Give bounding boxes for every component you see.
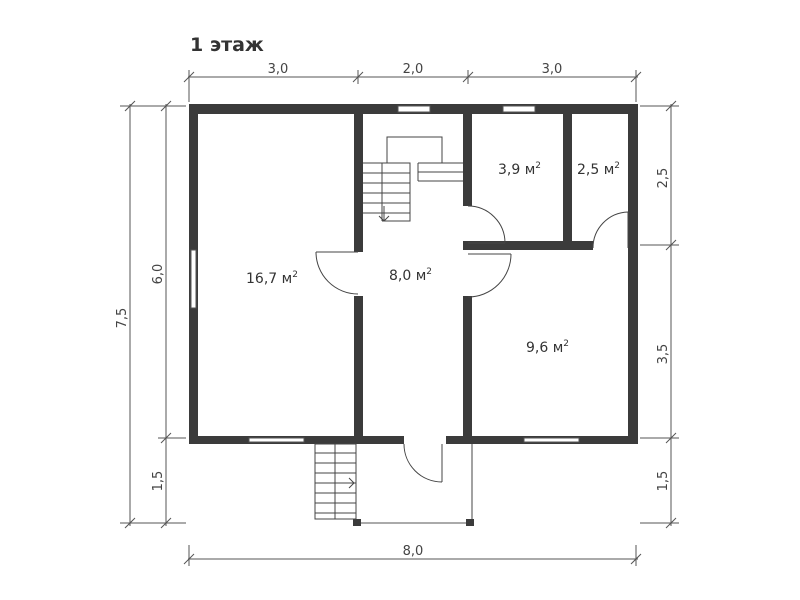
window-top-hall xyxy=(397,105,431,113)
outer-wall-right xyxy=(628,104,638,444)
dim-top-2: 2,0 xyxy=(403,62,424,77)
dim-left-total: 7,5 xyxy=(115,308,130,329)
window-top-bath xyxy=(502,105,536,113)
windows xyxy=(190,105,580,443)
window-left xyxy=(190,249,197,309)
wall-left-hall-upper xyxy=(354,114,363,252)
dimension-lines xyxy=(120,70,679,566)
doors xyxy=(315,205,629,483)
window-bottom-right xyxy=(523,437,580,443)
dim-top-1: 3,0 xyxy=(268,62,289,77)
porch xyxy=(314,443,474,526)
wall-horizontal-middle xyxy=(463,241,593,250)
room-area-wc: 2,5 м2 xyxy=(577,161,620,178)
dim-right-2: 3,5 xyxy=(656,344,671,365)
interior-stairs xyxy=(363,136,463,222)
wall-right-hall-upper xyxy=(463,114,472,206)
dim-right-1: 2,5 xyxy=(656,168,671,189)
dim-left-1: 6,0 xyxy=(151,264,166,285)
room-area-living: 16,7 м2 xyxy=(246,270,298,287)
wall-left-hall-lower xyxy=(354,296,363,436)
wall-right-hall-lower xyxy=(463,296,472,436)
room-area-bedroom: 9,6 м2 xyxy=(526,339,569,356)
dim-right-3: 1,5 xyxy=(656,471,671,492)
plan-title: 1 этаж xyxy=(190,34,264,56)
wall-bathrooms-divider xyxy=(563,114,572,245)
dim-top-3: 3,0 xyxy=(542,62,563,77)
dim-left-2: 1,5 xyxy=(151,471,166,492)
dim-bottom: 8,0 xyxy=(403,544,424,559)
room-area-bath: 3,9 м2 xyxy=(498,161,541,178)
window-bottom-left xyxy=(248,437,305,443)
room-area-hall: 8,0 м2 xyxy=(389,267,432,284)
